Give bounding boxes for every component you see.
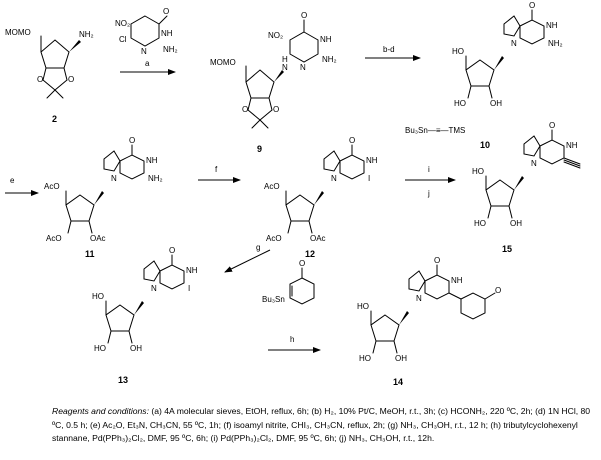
oxo-label: O <box>301 11 307 20</box>
hydroxy-label: OH <box>395 354 407 363</box>
nitrogen-label: N <box>531 159 537 168</box>
mom-label: MOMO <box>5 28 31 37</box>
oxo-label: O <box>169 246 175 255</box>
compound-12: AcO AcO OAc O N NH I 12 <box>264 136 378 259</box>
compound-number: 9 <box>257 144 262 154</box>
arrow-g-label: g <box>256 243 260 252</box>
arrow-h-label: h <box>290 335 294 344</box>
arrow-g <box>224 249 271 273</box>
hydroxy-label: HO <box>357 302 369 311</box>
oxo-label: O <box>349 136 355 145</box>
reagents-and-conditions: Reagents and conditions: (a) 4A molecula… <box>52 405 592 446</box>
ketone-label: O <box>495 286 501 295</box>
oxo-label: O <box>299 259 305 268</box>
compound-14: HO HO OH O N NH O 14 <box>357 256 501 387</box>
nitro-label: NO₂ <box>268 31 283 40</box>
amine-label: NH₂ <box>548 39 563 48</box>
hydroxy-label: HO <box>359 354 371 363</box>
nitrogen-label: N <box>300 63 306 72</box>
oxo-label: O <box>549 121 555 130</box>
compound-number: 10 <box>480 140 490 150</box>
nitrogen-label: N <box>111 174 117 183</box>
oxo-label: O <box>163 7 169 16</box>
nitrogen-label: N <box>511 39 517 48</box>
acetoxy-label: AcO <box>46 234 62 243</box>
hydroxy-label: HO <box>474 219 486 228</box>
nh-label: NH <box>451 276 463 285</box>
arrow-j-label: j <box>427 189 430 198</box>
nh-label: NH <box>146 156 158 165</box>
arrow-a-label: a <box>145 59 150 68</box>
linker-n-label: N <box>282 63 288 72</box>
reagent-tin-alkyne: Bu₃Sn—≡—TMS <box>405 126 465 135</box>
nh-label: NH <box>320 35 332 44</box>
compound-number: 12 <box>305 249 315 259</box>
reagent-cyclohexenyl-stannane: O Bu₃Sn <box>262 259 315 305</box>
nitro-label: NO₂ <box>115 19 130 28</box>
chloro-label: Cl <box>119 35 127 44</box>
oxygen-label: O <box>68 75 74 84</box>
reaction-scheme: O O MOMO NH₂ 2 O NO₂ Cl N NH NH₂ a O O M… <box>5 1 581 387</box>
compound-15: HO HO OH O N NH 15 <box>472 121 581 254</box>
oxo-label: O <box>434 256 440 265</box>
compound-10: HO HO OH O N NH NH₂ 10 <box>452 1 563 150</box>
compound-9: O O MOMO H N O NO₂ NH N NH₂ 9 <box>210 11 337 154</box>
compound-number: 2 <box>52 114 57 124</box>
nh-label: NH <box>366 156 378 165</box>
oxygen-label: O <box>37 75 43 84</box>
compound-11: AcO AcO OAc O N NH NH₂ 11 <box>44 136 163 259</box>
compound-number: 11 <box>85 249 95 259</box>
hydroxy-label: OH <box>130 344 142 353</box>
iodo-label: I <box>368 174 370 183</box>
nitrogen-label: N <box>151 284 157 293</box>
amine-label: NH₂ <box>79 30 94 39</box>
reagent-chloropyrimidine: O NO₂ Cl N NH NH₂ <box>115 7 178 56</box>
conditions-text: (a) 4A molecular sieves, EtOH, reflux, 6… <box>52 406 591 444</box>
compound-number: 15 <box>502 244 512 254</box>
oxo-label: O <box>529 1 535 10</box>
compound-number: 13 <box>118 375 128 385</box>
amine-label: NH₂ <box>322 55 337 64</box>
hydroxy-label: HO <box>452 47 464 56</box>
oxygen-label: O <box>273 105 279 114</box>
iodo-label: I <box>188 284 190 293</box>
hydroxy-label: OH <box>510 219 522 228</box>
hydroxy-label: HO <box>94 344 106 353</box>
acetoxy-label: AcO <box>266 234 282 243</box>
oxygen-label: O <box>242 105 248 114</box>
nitrogen-label: N <box>416 294 422 303</box>
arrow-i-label: i <box>428 165 430 174</box>
mom-label: MOMO <box>210 58 236 67</box>
acetoxy-label: AcO <box>264 182 280 191</box>
linker-h-label: H <box>282 55 288 64</box>
hydroxy-label: OH <box>490 99 502 108</box>
hydroxy-label: HO <box>454 99 466 108</box>
hydroxy-label: HO <box>472 167 484 176</box>
amine-label: NH₂ <box>163 45 178 54</box>
compound-number: 14 <box>393 377 403 387</box>
acetoxy-label: AcO <box>44 182 60 191</box>
arrow-b-d-label: b-d <box>383 45 395 54</box>
nh-label: NH <box>546 21 558 30</box>
compound-2: O O MOMO NH₂ 2 <box>5 28 94 124</box>
amine-label: NH₂ <box>148 174 163 183</box>
nitrogen-label: N <box>141 47 147 56</box>
arrow-f-label: f <box>215 165 218 174</box>
arrow-e-label: e <box>10 176 15 185</box>
acetoxy-label: OAc <box>90 234 106 243</box>
oxo-label: O <box>129 136 135 145</box>
conditions-lead: Reagents and conditions: <box>52 406 149 416</box>
hydroxy-label: HO <box>92 292 104 301</box>
compound-13: HO HO OH O N NH I 13 <box>92 246 198 385</box>
nh-label: NH <box>161 29 173 38</box>
nh-label: NH <box>186 266 198 275</box>
tin-label: Bu₃Sn <box>262 295 285 304</box>
nitrogen-label: N <box>331 174 337 183</box>
acetoxy-label: OAc <box>310 234 326 243</box>
nh-label: NH <box>566 141 578 150</box>
